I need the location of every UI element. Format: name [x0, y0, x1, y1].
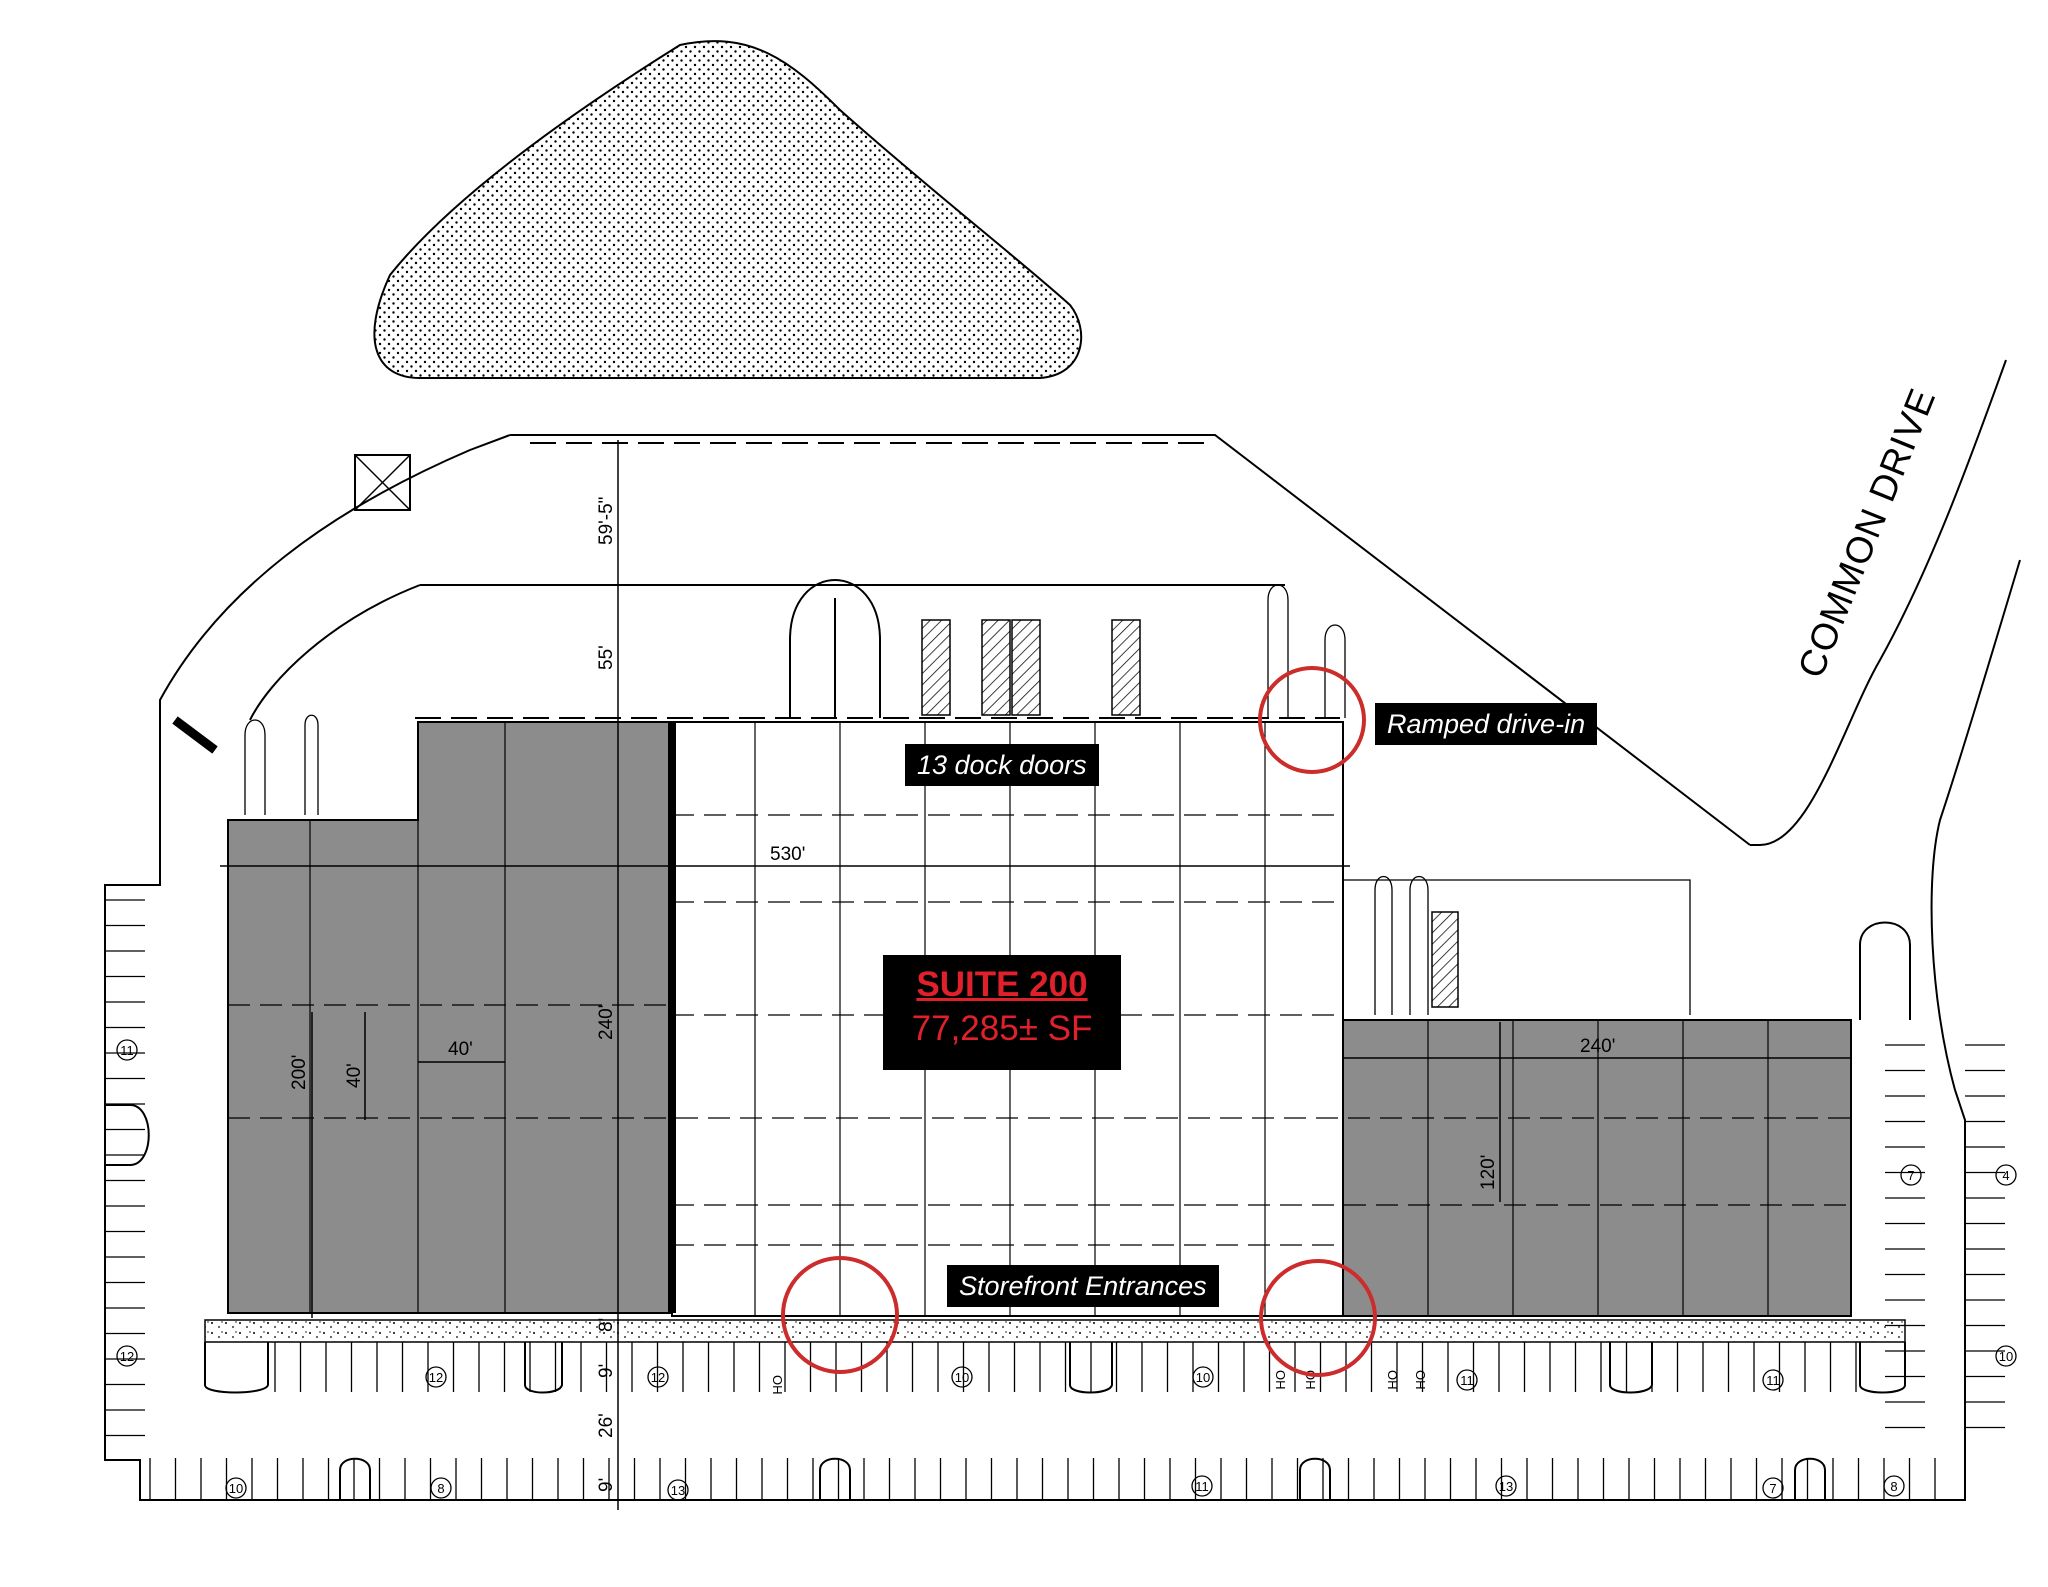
svg-text:10: 10	[229, 1481, 243, 1496]
parking-count-front-11a: 11	[1456, 1369, 1478, 1391]
svg-text:8: 8	[437, 1481, 444, 1496]
svg-text:12: 12	[429, 1370, 443, 1385]
parking-count-west-12: 12	[116, 1345, 138, 1367]
parking-count-south-7: 7	[1762, 1477, 1784, 1499]
parking-count-south-8b: 8	[1883, 1475, 1905, 1497]
svg-text:12: 12	[651, 1370, 665, 1385]
dim-depth-200: 200'	[289, 1055, 310, 1090]
building	[227, 721, 1852, 1317]
dim-front-strip: 9'	[596, 1364, 617, 1378]
svg-text:10: 10	[1999, 1349, 2013, 1364]
svg-text:11: 11	[1766, 1373, 1780, 1388]
svg-text:11: 11	[1195, 1479, 1209, 1494]
retention-pond	[373, 40, 1083, 379]
parking-stalls	[105, 899, 2005, 1500]
highlight-circles	[781, 666, 1377, 1377]
dock-doors-callout: 13 dock doors	[905, 744, 1099, 786]
svg-text:13: 13	[1499, 1479, 1513, 1494]
trash-enclosure	[354, 454, 411, 511]
oh-tag: OH	[770, 1375, 785, 1395]
parking-counts: 11 12 12 12 10 10 11 11 7 4 10 10 8 13 1…	[116, 1039, 2017, 1501]
svg-text:11: 11	[120, 1043, 134, 1058]
dim-drive-aisle: 26'	[596, 1413, 617, 1438]
parking-count-east-10: 10	[1995, 1345, 2017, 1367]
svg-text:4: 4	[2002, 1168, 2009, 1183]
svg-text:12: 12	[120, 1349, 134, 1364]
parking-count-front-10a: 10	[951, 1366, 973, 1388]
ramped-drive-in-callout: Ramped drive-in	[1375, 703, 1598, 745]
dim-back-strip: 9'	[596, 1478, 617, 1492]
storefront-entrance-highlight-east	[1259, 1259, 1377, 1377]
parking-count-front-12a: 12	[425, 1366, 447, 1388]
svg-text:11: 11	[1460, 1373, 1474, 1388]
ramped-drive-in-highlight	[1258, 666, 1366, 774]
column-grid	[228, 722, 1851, 1316]
access-gate	[172, 716, 218, 754]
svg-text:10: 10	[1196, 1370, 1210, 1385]
svg-text:13: 13	[671, 1483, 685, 1498]
dim-east-width: 240'	[1580, 1036, 1615, 1057]
dim-overall-width: 530'	[770, 844, 805, 865]
parking-count-front-12b: 12	[647, 1366, 669, 1388]
parking-count-south-13a: 13	[667, 1479, 689, 1501]
dim-depth-240-left: 240'	[596, 1005, 617, 1040]
storefront-entrance-highlight-west	[781, 1256, 899, 1374]
east-occupied-area	[1342, 1019, 1852, 1317]
parking-count-front-10b: 10	[1192, 1366, 1214, 1388]
svg-text:7: 7	[1907, 1168, 1914, 1183]
dim-front-walk: 8'	[596, 1318, 617, 1332]
dim-north-yard: 59'-5"	[596, 497, 617, 545]
suite-area: 77,285± SF	[911, 1009, 1093, 1048]
parking-count-south-11: 11	[1191, 1475, 1213, 1497]
common-drive-edge-east	[1930, 559, 2021, 1440]
dim-truck-court: 55'	[596, 645, 617, 670]
trailer-stalls	[921, 619, 1459, 1008]
front-sidewalk	[204, 1319, 1906, 1343]
parking-count-front-11b: 11	[1762, 1369, 1784, 1391]
dim-east-depth: 120'	[1478, 1155, 1499, 1190]
parking-count-east-4: 4	[1995, 1164, 2017, 1186]
parking-count-west-11: 11	[116, 1039, 138, 1061]
parking-count-east-7: 7	[1900, 1164, 1922, 1186]
dimension-lines	[220, 440, 1851, 1510]
oh-tag: OH	[1273, 1370, 1288, 1390]
parking-count-south-13b: 13	[1495, 1475, 1517, 1497]
svg-text:8: 8	[1890, 1479, 1897, 1494]
parking-count-south-8a: 8	[430, 1477, 452, 1499]
suite-name: SUITE 200	[916, 965, 1088, 1004]
common-drive-edge-west	[1750, 359, 2007, 846]
dim-column-40-v: 40'	[344, 1063, 365, 1088]
svg-text:7: 7	[1769, 1481, 1776, 1496]
suite-label-box: SUITE 200 77,285± SF	[883, 955, 1121, 1070]
parking-islands	[105, 921, 1911, 1500]
dim-column-40-h: 40'	[448, 1039, 473, 1060]
storefront-entrances-callout: Storefront Entrances	[947, 1265, 1219, 1307]
oh-tag: OH	[1385, 1370, 1400, 1390]
parking-count-south-10: 10	[225, 1477, 247, 1499]
ramp-curbs	[244, 584, 1691, 1015]
oh-tag: OH	[1413, 1370, 1428, 1390]
svg-text:10: 10	[955, 1370, 969, 1385]
